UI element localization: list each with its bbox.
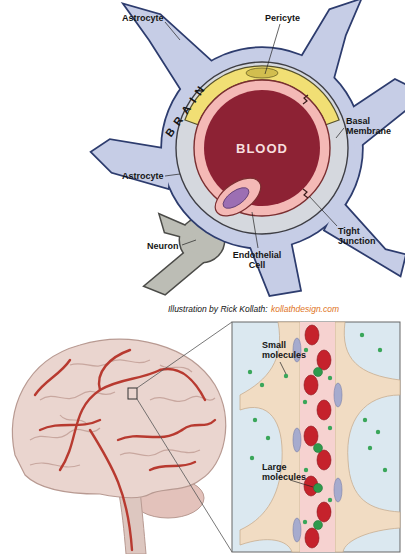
large-molecule	[314, 444, 323, 453]
large-molecule	[314, 484, 323, 493]
tight-junction	[303, 189, 308, 198]
leader-line	[182, 240, 196, 245]
small-molecule	[376, 430, 380, 434]
small-molecule	[378, 348, 382, 352]
gyri-lines	[40, 391, 115, 400]
blood-vessels	[160, 369, 205, 400]
part-label: Neuron	[147, 241, 179, 251]
red-blood-cell	[317, 450, 331, 470]
red-blood-cell	[305, 528, 319, 548]
blood-vessels	[60, 370, 160, 470]
small-molecule	[303, 400, 307, 404]
small-molecule	[248, 370, 252, 374]
credit-text: Illustration by Rick Kollath:	[168, 304, 268, 314]
blood-vessels	[118, 430, 182, 440]
tight-junction	[303, 95, 308, 104]
tight-junction	[303, 95, 308, 198]
large-molecule	[314, 368, 323, 377]
endothelial-nucleus	[293, 338, 342, 542]
leader-line	[252, 212, 258, 248]
leader-line	[280, 362, 286, 374]
part-label: Basal Membrane	[346, 116, 398, 136]
astrocyte-cell	[92, 0, 405, 295]
part-label: Astrocyte	[122, 171, 164, 181]
blood-vessels	[35, 350, 215, 550]
endothelial-nucleus	[334, 478, 342, 502]
blood-vessels	[150, 462, 195, 470]
leader-line	[309, 196, 337, 226]
small-molecule	[304, 468, 308, 472]
pericyte-nucleus	[246, 68, 278, 78]
brain-drawing	[13, 322, 232, 554]
part-label: Tight Junction	[338, 226, 386, 246]
blood-vessels	[99, 350, 130, 390]
blood-vessels	[35, 360, 70, 395]
part-label: Endothelial Cell	[226, 250, 288, 270]
endothelial-cell	[335, 322, 400, 552]
zoom-line	[137, 399, 232, 552]
inset-panel	[232, 322, 400, 552]
blood-vessels	[182, 420, 215, 430]
zoom-line	[137, 322, 232, 388]
small-molecule	[363, 418, 367, 422]
leader-line	[265, 24, 280, 74]
large-molecule	[314, 521, 323, 530]
small-molecule	[250, 456, 254, 460]
small-molecule	[360, 333, 364, 337]
endothelial-nucleus	[293, 518, 301, 542]
node-text: BLOOD	[236, 141, 288, 156]
red-blood-cell	[317, 400, 331, 420]
inset-panel	[232, 322, 400, 552]
small-molecule	[266, 436, 270, 440]
astrocyte-cell	[92, 0, 405, 295]
endothelial-bulge	[220, 184, 253, 213]
gyri-lines	[30, 360, 215, 467]
inset-label: Large molecules	[262, 462, 312, 482]
small-molecule	[248, 333, 387, 524]
part-label: Astrocyte	[122, 13, 164, 23]
red-blood-cell	[317, 502, 331, 522]
red-blood-cell	[305, 325, 319, 345]
red-blood-cell	[317, 350, 331, 370]
part-label: Pericyte	[265, 13, 300, 23]
endothelial-bulge	[209, 171, 268, 224]
leader-line	[165, 22, 180, 40]
small-molecule	[328, 498, 332, 502]
credit-link: kollathdesign.com	[271, 304, 339, 314]
zoom-square	[128, 388, 137, 399]
small-molecule	[303, 520, 307, 524]
small-molecule	[260, 383, 264, 387]
blood-lumen: BLOOD	[204, 90, 320, 206]
endothelial-nucleus	[293, 428, 301, 452]
endothelial-nucleus	[334, 383, 342, 407]
gyri-lines	[120, 450, 200, 456]
red-blood-cell	[304, 375, 318, 395]
astrocyte-cell	[92, 0, 405, 295]
large-molecule	[314, 368, 323, 530]
rotated-label: BRAIN	[164, 80, 209, 139]
cerebrum	[13, 339, 226, 497]
endothelial-bulge	[209, 171, 268, 224]
endothelial-ring	[194, 80, 330, 216]
small-molecule	[383, 468, 387, 472]
blood-vessels	[90, 430, 132, 550]
leader-line	[165, 174, 180, 176]
inset-label: Small molecules	[262, 340, 312, 360]
small-molecule	[368, 446, 372, 450]
blood-vessels	[40, 420, 100, 430]
small-molecule	[284, 374, 288, 378]
small-molecule	[328, 376, 332, 380]
small-molecule	[253, 418, 257, 422]
small-molecule	[328, 426, 332, 430]
leader-line	[336, 128, 344, 138]
gyri-lines	[30, 463, 80, 467]
red-blood-cell	[304, 325, 331, 548]
red-blood-cell	[304, 426, 318, 446]
